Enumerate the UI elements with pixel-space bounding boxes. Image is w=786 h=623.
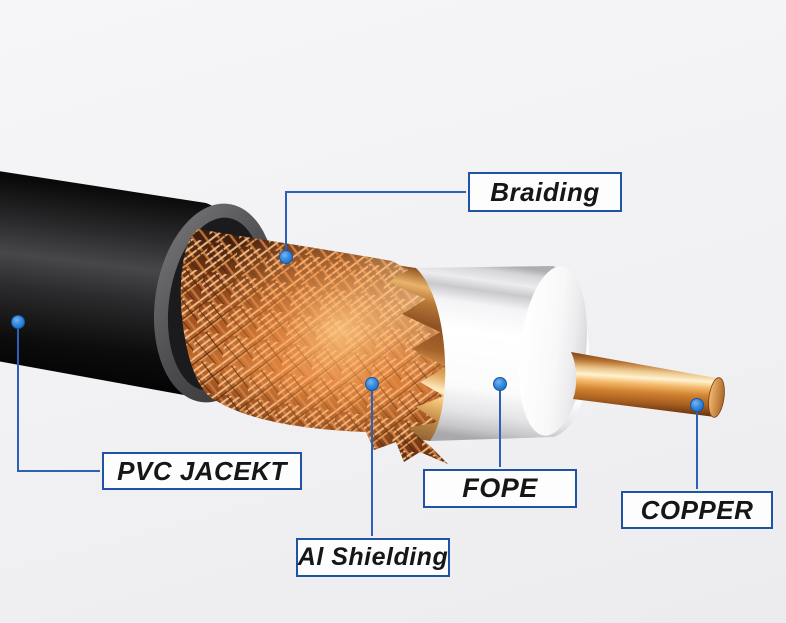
callout-pvc-jacket: PVC JACEKT: [102, 452, 302, 490]
pointer-dot-al-shielding: [365, 377, 379, 391]
pointer-dot-braiding: [279, 250, 293, 264]
braiding-highlight-2: [180, 229, 449, 464]
callout-fope-label: FOPE: [462, 473, 538, 503]
copper-conductor: [571, 352, 721, 417]
pointer-dot-pvc-jacket: [11, 315, 25, 329]
callout-copper-label: COPPER: [640, 494, 754, 525]
leader-line-pvc-jacket: [17, 322, 100, 472]
callout-fope: FOPE: [423, 469, 577, 508]
leader-line-braiding: [285, 191, 466, 257]
callout-al-shielding-label: Al Shielding: [297, 543, 449, 571]
callout-braiding-label: Braiding: [490, 176, 600, 207]
callout-braiding: Braiding: [468, 172, 622, 212]
pointer-dot-fope: [493, 377, 507, 391]
callout-copper: COPPER: [621, 491, 773, 529]
callout-al-shielding: Al Shielding: [296, 538, 450, 577]
copper-conductor-tip: [708, 377, 725, 418]
callout-pvc-jacket-label: PVC JACEKT: [117, 455, 287, 486]
pointer-dot-copper: [690, 398, 704, 412]
fope-cut-face: [518, 266, 588, 436]
